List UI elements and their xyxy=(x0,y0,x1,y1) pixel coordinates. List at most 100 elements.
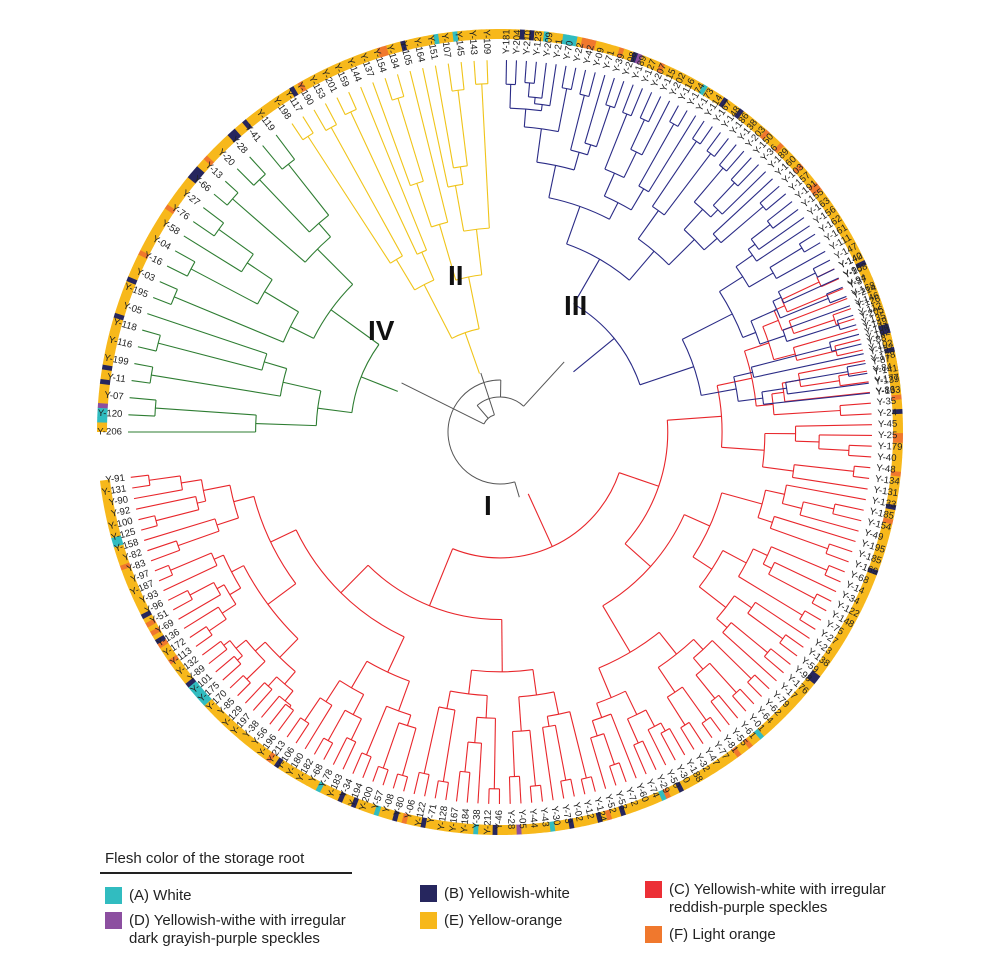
ring-segment xyxy=(887,494,898,501)
ring-segment xyxy=(418,36,426,48)
ring-segment xyxy=(665,66,675,78)
ring-segment xyxy=(115,548,127,557)
leaf-label: Y-58 xyxy=(159,218,181,238)
ring-segment xyxy=(238,122,249,134)
ring-segment xyxy=(552,32,559,44)
ring-segment xyxy=(162,208,174,218)
ring-segment xyxy=(227,131,239,143)
ring-segment xyxy=(472,824,479,835)
ring-segment xyxy=(164,204,176,214)
ring-segment xyxy=(757,725,768,737)
ring-segment xyxy=(679,779,689,791)
ring-segment xyxy=(891,394,902,401)
ring-segment xyxy=(634,53,643,65)
ring-segment xyxy=(714,94,725,106)
leaf-label: Y-212 xyxy=(482,810,494,835)
leaf-label: Y-179 xyxy=(878,441,903,453)
leaf-label: Y-12 xyxy=(581,799,596,820)
ring-segment xyxy=(154,220,166,230)
ring-segment xyxy=(197,162,208,173)
ring-segment xyxy=(892,408,903,415)
ring-segment xyxy=(767,716,779,727)
ring-segment xyxy=(151,224,164,234)
ring-segment xyxy=(607,44,616,56)
ring-segment xyxy=(457,30,464,42)
ring-segment xyxy=(791,692,802,703)
ring-segment xyxy=(647,58,657,70)
ring-segment xyxy=(213,144,225,156)
ring-segment xyxy=(235,728,246,740)
leaf-label: Y-21 xyxy=(552,38,566,59)
ring-segment xyxy=(314,71,324,84)
ring-segment xyxy=(639,55,648,67)
ring-segment xyxy=(869,295,881,304)
ring-segment xyxy=(323,67,333,79)
ring-segment xyxy=(149,626,162,636)
ring-segment xyxy=(863,576,875,585)
ring-segment xyxy=(690,79,700,91)
ring-segment xyxy=(102,498,114,506)
ring-segment xyxy=(723,752,734,764)
ring-segment xyxy=(486,29,492,40)
leaf-label: Y-24 xyxy=(877,407,898,419)
ring-segment xyxy=(817,659,829,669)
ring-segment xyxy=(190,169,202,180)
ring-segment xyxy=(124,575,136,584)
ring-segment xyxy=(734,108,745,120)
ring-segment xyxy=(840,623,853,633)
ring-segment xyxy=(892,418,903,425)
ring-segment xyxy=(206,151,218,163)
leaf-label: Y-22 xyxy=(572,42,587,63)
ring-segment xyxy=(756,126,767,138)
ring-segment xyxy=(355,798,364,810)
ring-segment xyxy=(382,807,391,819)
ring-segment xyxy=(683,777,693,789)
ring-segment xyxy=(350,796,359,809)
ring-segment xyxy=(842,234,854,244)
ring-segment xyxy=(505,29,511,40)
leaf-label: Y-66 xyxy=(191,174,213,195)
ring-segment xyxy=(865,571,877,581)
legend-swatch-yellow-orange xyxy=(420,912,437,929)
ring-segment xyxy=(119,562,131,571)
ring-segment xyxy=(889,375,900,382)
ring-segment xyxy=(102,359,114,367)
ring-segment xyxy=(867,567,879,576)
ring-segment xyxy=(234,125,246,137)
leaf-label: Y-128 xyxy=(436,805,450,831)
ring-segment xyxy=(466,29,473,41)
ring-segment xyxy=(100,484,112,491)
legend-swatch-white xyxy=(105,887,122,904)
leaf-label: Y-151 xyxy=(425,34,440,60)
ring-segment xyxy=(562,819,570,830)
ring-segment xyxy=(306,776,317,789)
ring-segment xyxy=(814,189,826,200)
ring-segment xyxy=(200,158,212,170)
ring-segment xyxy=(657,789,667,802)
leaf-label: Y-07 xyxy=(104,390,124,403)
ring-segment xyxy=(126,276,138,285)
leaf-label: Y-40 xyxy=(877,452,897,464)
ring-segment xyxy=(315,781,325,793)
leaf-label: Y-133 xyxy=(871,495,897,510)
ring-segment xyxy=(231,725,243,737)
ring-segment xyxy=(612,45,621,57)
leaf-label: Y-28 xyxy=(505,810,517,830)
ring-segment xyxy=(836,631,848,641)
ring-segment xyxy=(741,114,752,126)
legend-label-yellowish-white: (B) Yellowish-white xyxy=(444,885,570,902)
ring-segment xyxy=(847,610,860,620)
ring-segment xyxy=(340,59,350,72)
cluster-label-IV: IV xyxy=(368,315,395,346)
ring-segment xyxy=(860,584,872,594)
ring-segment xyxy=(487,824,493,835)
ring-segment xyxy=(891,399,903,406)
ring-segment xyxy=(98,397,109,404)
ring-segment xyxy=(808,182,820,193)
ring-segment xyxy=(187,173,199,184)
ring-segment xyxy=(877,535,889,544)
leaf-label: Y-184 xyxy=(459,807,472,833)
ring-segment xyxy=(876,540,888,549)
ring-segment xyxy=(687,774,697,787)
ring-segment xyxy=(748,120,760,132)
